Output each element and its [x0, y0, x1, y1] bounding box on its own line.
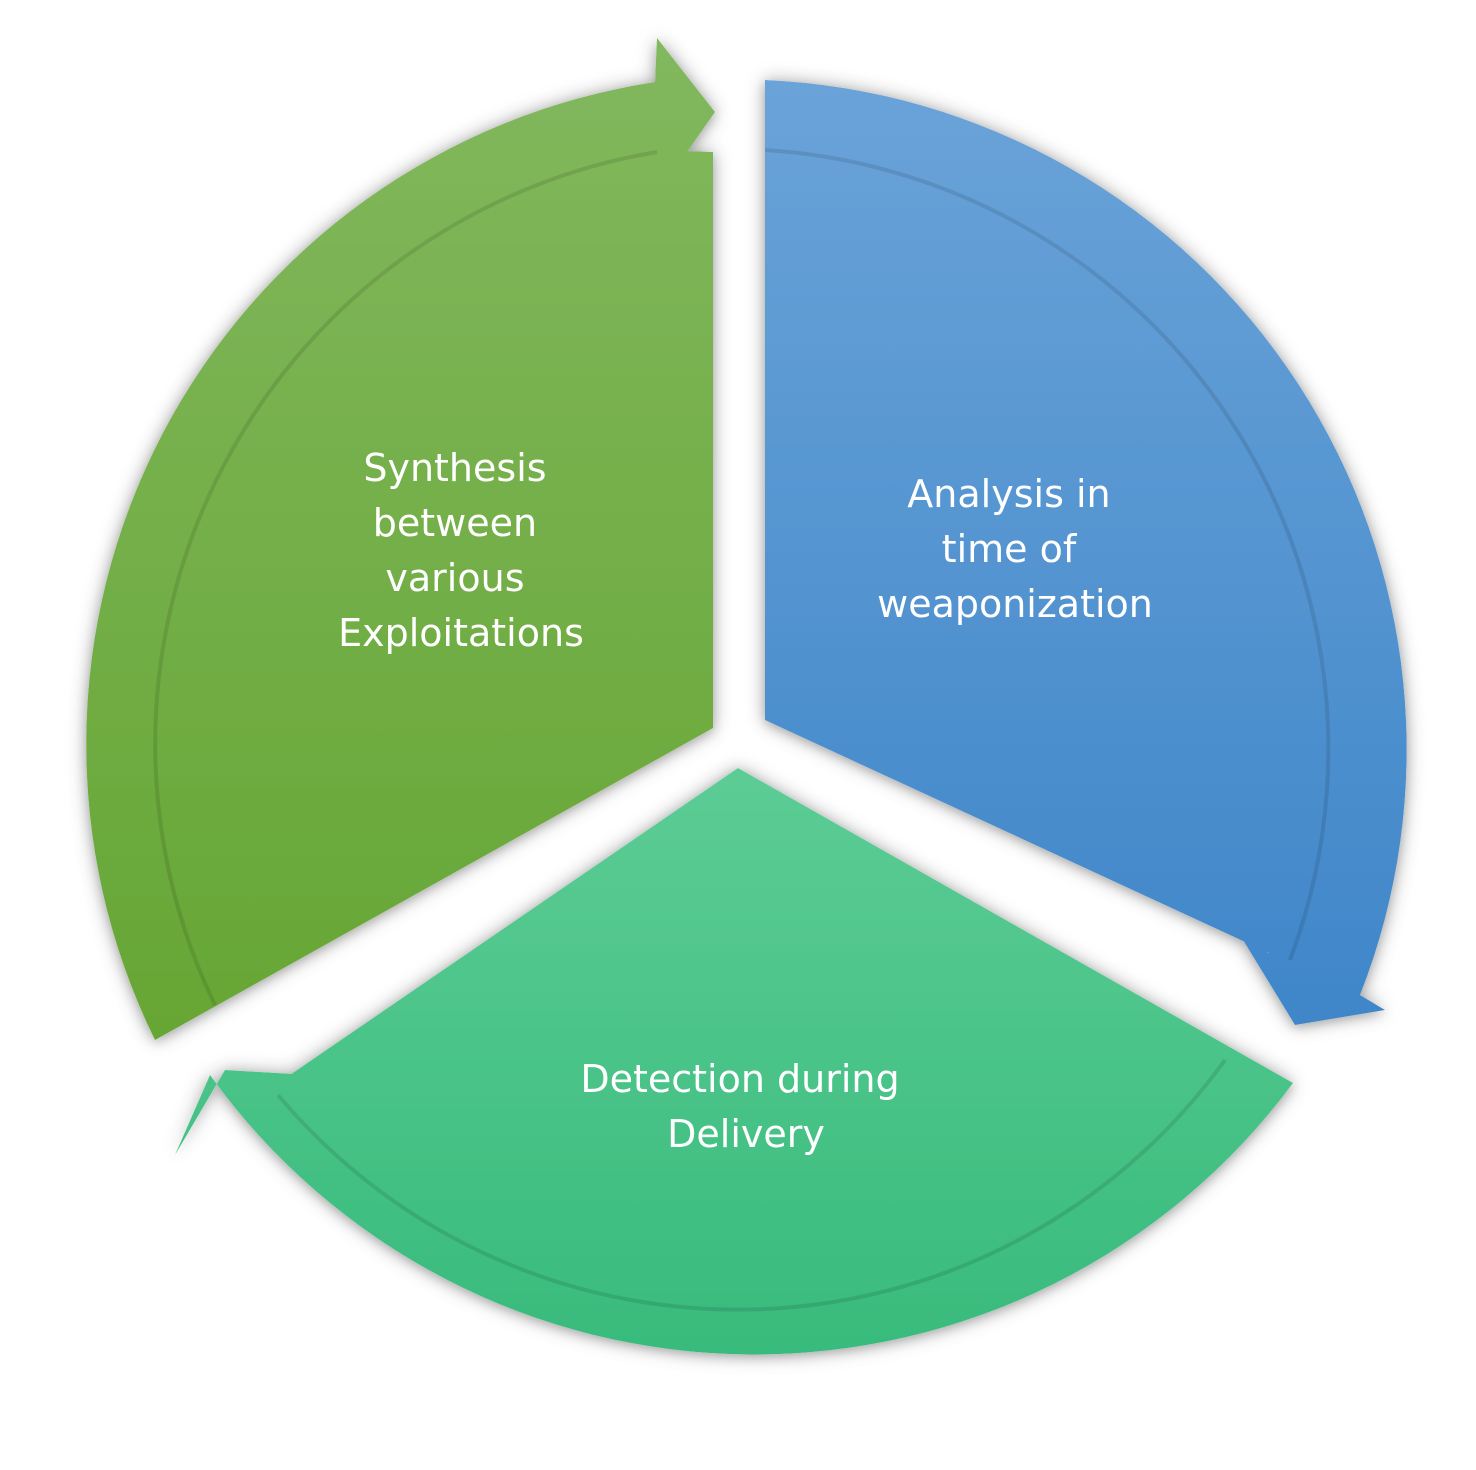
segment-synthesis-arrow-track [153, 150, 658, 1006]
segment-synthesis-label-line-1: Synthesis [363, 446, 546, 490]
segment-detection-label: Detection during Delivery [580, 1057, 911, 1156]
segment-synthesis: Synthesis between various Exploitations [86, 38, 715, 1040]
segment-detection-shape [175, 768, 1293, 1355]
segment-analysis-label-line-2: time of [942, 527, 1078, 571]
segment-analysis-shape [765, 80, 1407, 1025]
segment-synthesis-label-line-4: Exploitations [338, 611, 584, 655]
segment-detection: Detection during Delivery [175, 768, 1293, 1355]
segment-analysis-arrow-track [764, 148, 1331, 961]
segment-detection-arrow-track [276, 1058, 1227, 1312]
segment-analysis: Analysis in time of weaponization [764, 80, 1407, 1025]
segment-detection-label-line-1: Detection during [580, 1057, 899, 1101]
segment-analysis-label-line-3: weaponization [877, 582, 1153, 626]
segment-synthesis-shape [86, 38, 715, 1040]
segment-analysis-label: Analysis in time of weaponization [877, 472, 1153, 626]
segment-detection-label-line-2: Delivery [667, 1112, 825, 1156]
segment-synthesis-label-line-3: various [385, 556, 524, 600]
segment-synthesis-label-line-2: between [373, 501, 537, 545]
segment-analysis-label-line-1: Analysis in [907, 472, 1110, 516]
segment-synthesis-label: Synthesis between various Exploitations [338, 446, 584, 655]
